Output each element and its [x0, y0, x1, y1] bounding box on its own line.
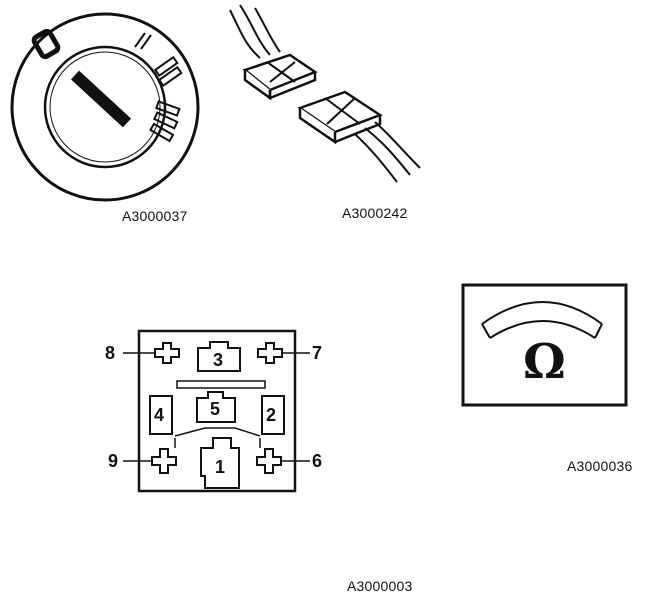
- rotary-switch-icon: [10, 12, 200, 202]
- pin-8-cross: [154, 342, 180, 364]
- pin-label-1: 1: [215, 457, 225, 477]
- pin-7-cross: [257, 342, 283, 364]
- pin-9-cross: [151, 448, 177, 474]
- pinout-caption: A3000003: [347, 578, 413, 594]
- relay-pinout-diagram: 8 7 9 6 3 4 2 5 1: [105, 329, 322, 493]
- pin-label-4: 4: [154, 405, 164, 425]
- pin-label-6: 6: [312, 451, 322, 471]
- pin-label-3: 3: [213, 350, 223, 370]
- ohm-symbol: Ω: [523, 334, 566, 390]
- pin-label-2: 2: [266, 405, 276, 425]
- pin-6-cross: [256, 448, 282, 474]
- pin-label-8: 8: [105, 343, 115, 363]
- pin-label-9: 9: [108, 451, 118, 471]
- ohmmeter-icon: Ω: [461, 283, 628, 407]
- connector-plug-icon: [229, 4, 421, 183]
- pin-label-5: 5: [210, 399, 220, 419]
- ohmmeter-caption: A3000036: [567, 458, 633, 474]
- switch-caption: A3000037: [122, 208, 188, 224]
- pin-label-7: 7: [312, 343, 322, 363]
- connector-caption: A3000242: [342, 205, 408, 221]
